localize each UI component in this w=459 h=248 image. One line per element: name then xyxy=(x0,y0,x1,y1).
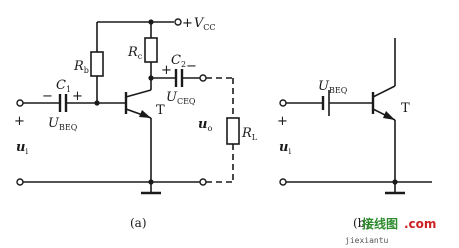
vcc-terminal xyxy=(174,18,182,26)
emitter-arrow-icon xyxy=(139,110,151,118)
b-ui-plus-sign: + xyxy=(277,114,288,129)
b-emitter-arrow-icon xyxy=(383,111,395,120)
b-ubeq-label: UBEQ xyxy=(318,79,348,95)
rb-resistor xyxy=(90,51,104,77)
b-transistor-label: T xyxy=(401,101,410,116)
ui-plus-sign: + xyxy=(14,114,25,129)
c1-plus-sign: + xyxy=(72,89,83,104)
rc-label: Rc xyxy=(127,45,143,61)
input-ground-terminal xyxy=(16,178,24,186)
c1-label: C1 xyxy=(56,78,71,94)
watermark-url: jiexiantu xyxy=(345,236,389,245)
transistor-label: T xyxy=(156,103,165,118)
circuit-b: UBEQ T + ui (b) xyxy=(277,38,432,230)
watermark-tail: .com xyxy=(404,217,436,231)
c1-minus-sign: − xyxy=(42,89,53,104)
output-ground-terminal xyxy=(199,178,207,186)
rc-resistor xyxy=(144,37,158,63)
c2-label: C2 xyxy=(171,53,186,69)
uo-label: uo xyxy=(198,117,212,133)
uceq-label: UCEQ xyxy=(166,90,196,106)
b-ground-terminal xyxy=(279,178,287,186)
rl-resistor xyxy=(226,117,240,145)
c1-ubeq-label: UBEQ xyxy=(48,116,78,132)
c2-minus-sign: − xyxy=(186,59,197,74)
caption-a: (a) xyxy=(130,216,147,230)
vcc-label: +VCC xyxy=(182,16,216,32)
rb-label: Rb xyxy=(73,59,89,75)
base-junction-dot xyxy=(94,100,100,106)
watermark-text: 接线图 xyxy=(362,216,398,231)
b-transistor-collector-lead xyxy=(372,85,396,98)
ui-label: ui xyxy=(16,140,28,156)
b-ui-label: ui xyxy=(279,140,291,156)
watermark: 接线图 .com jiexiantu xyxy=(345,216,436,245)
output-terminal xyxy=(199,74,207,82)
input-terminal xyxy=(16,99,24,107)
b-input-terminal xyxy=(279,99,287,107)
transistor-collector-lead xyxy=(125,89,152,98)
caption-b: (b) xyxy=(353,216,370,230)
c2-plus-sign: + xyxy=(161,63,172,78)
rl-label: RL xyxy=(241,126,258,142)
circuit-a: +VCC Rb Rc C1 C2 − + UBEQ + − UCEQ T RL … xyxy=(14,16,258,230)
